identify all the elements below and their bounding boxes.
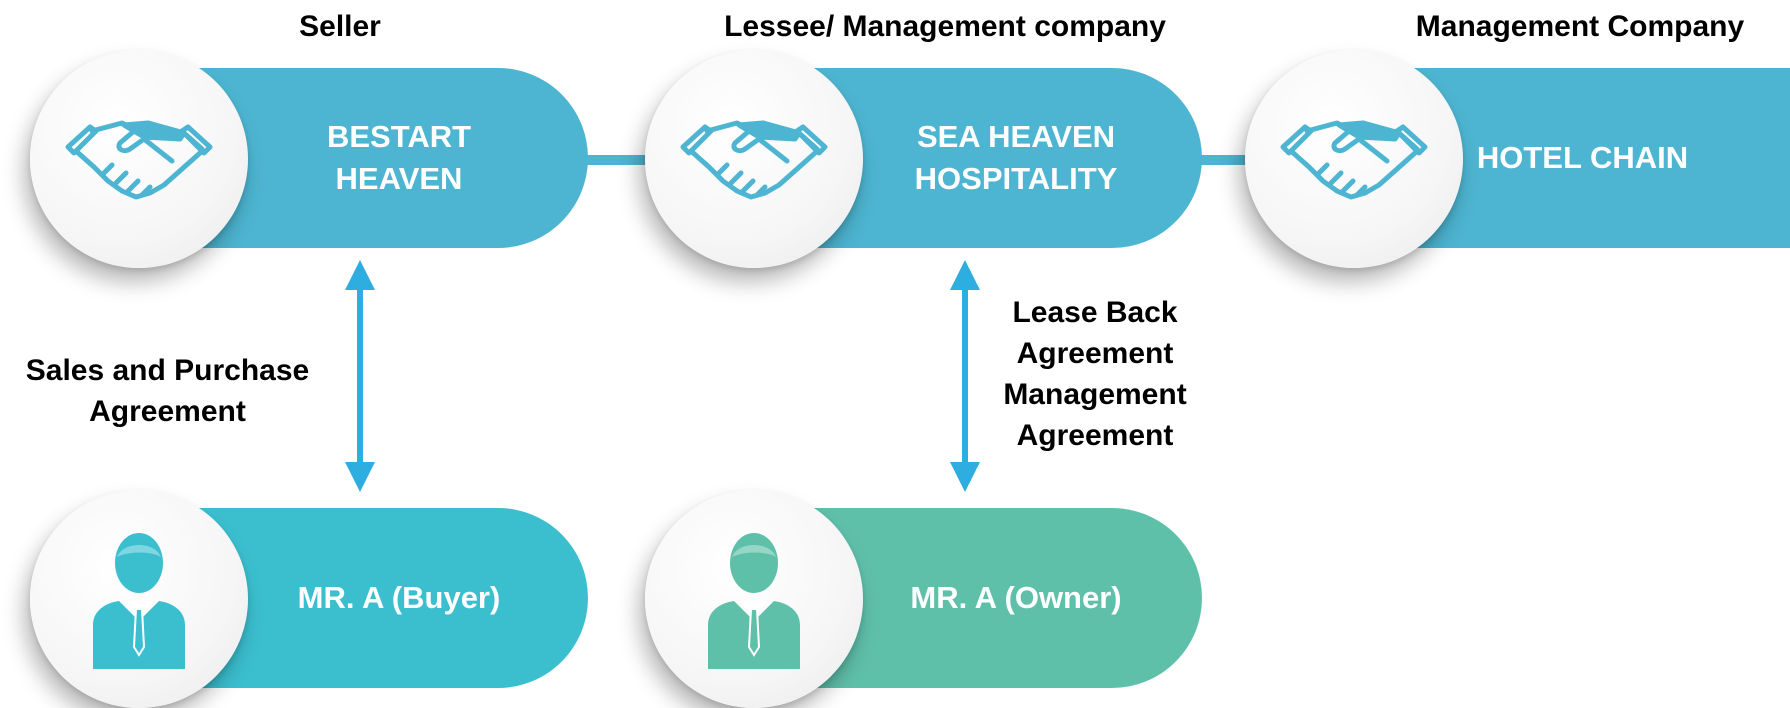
node-hotel-chain-label: HOTEL CHAIN <box>1476 140 1689 175</box>
connector-bestart-seaheaven <box>580 155 660 165</box>
heading-management-company: Management Company <box>1415 10 1745 43</box>
circle-bestart <box>30 50 248 268</box>
handshake-icon <box>680 120 828 200</box>
circle-owner <box>645 490 863 708</box>
heading-lessee: Lessee/ Management company <box>724 10 1166 43</box>
businessman-icon <box>708 533 800 669</box>
businessman-icon <box>93 533 185 669</box>
circle-sea-heaven <box>645 50 863 268</box>
label-sales-purchase-agreement: Sales and Purchase Agreement <box>25 354 310 428</box>
label-lease-back-management-agreement: Lease Back Agreement Management Agreemen… <box>1003 296 1187 452</box>
circle-hotel-chain <box>1245 50 1463 268</box>
heading-seller: Seller <box>299 10 381 43</box>
node-bestart-heaven-label: BESTART HEAVEN <box>326 119 472 196</box>
handshake-icon <box>1280 120 1428 200</box>
handshake-icon <box>65 120 213 200</box>
connector-seaheaven-hotelchain <box>1190 155 1260 165</box>
arrow-lease-agreement <box>950 260 980 492</box>
circle-buyer <box>30 490 248 708</box>
node-sea-heaven-label: SEA HEAVEN HOSPITALITY <box>914 119 1118 196</box>
arrow-sales-agreement <box>345 260 375 492</box>
node-buyer-label: MR. A (Buyer) <box>297 580 501 615</box>
node-owner-label: MR. A (Owner) <box>910 580 1122 615</box>
